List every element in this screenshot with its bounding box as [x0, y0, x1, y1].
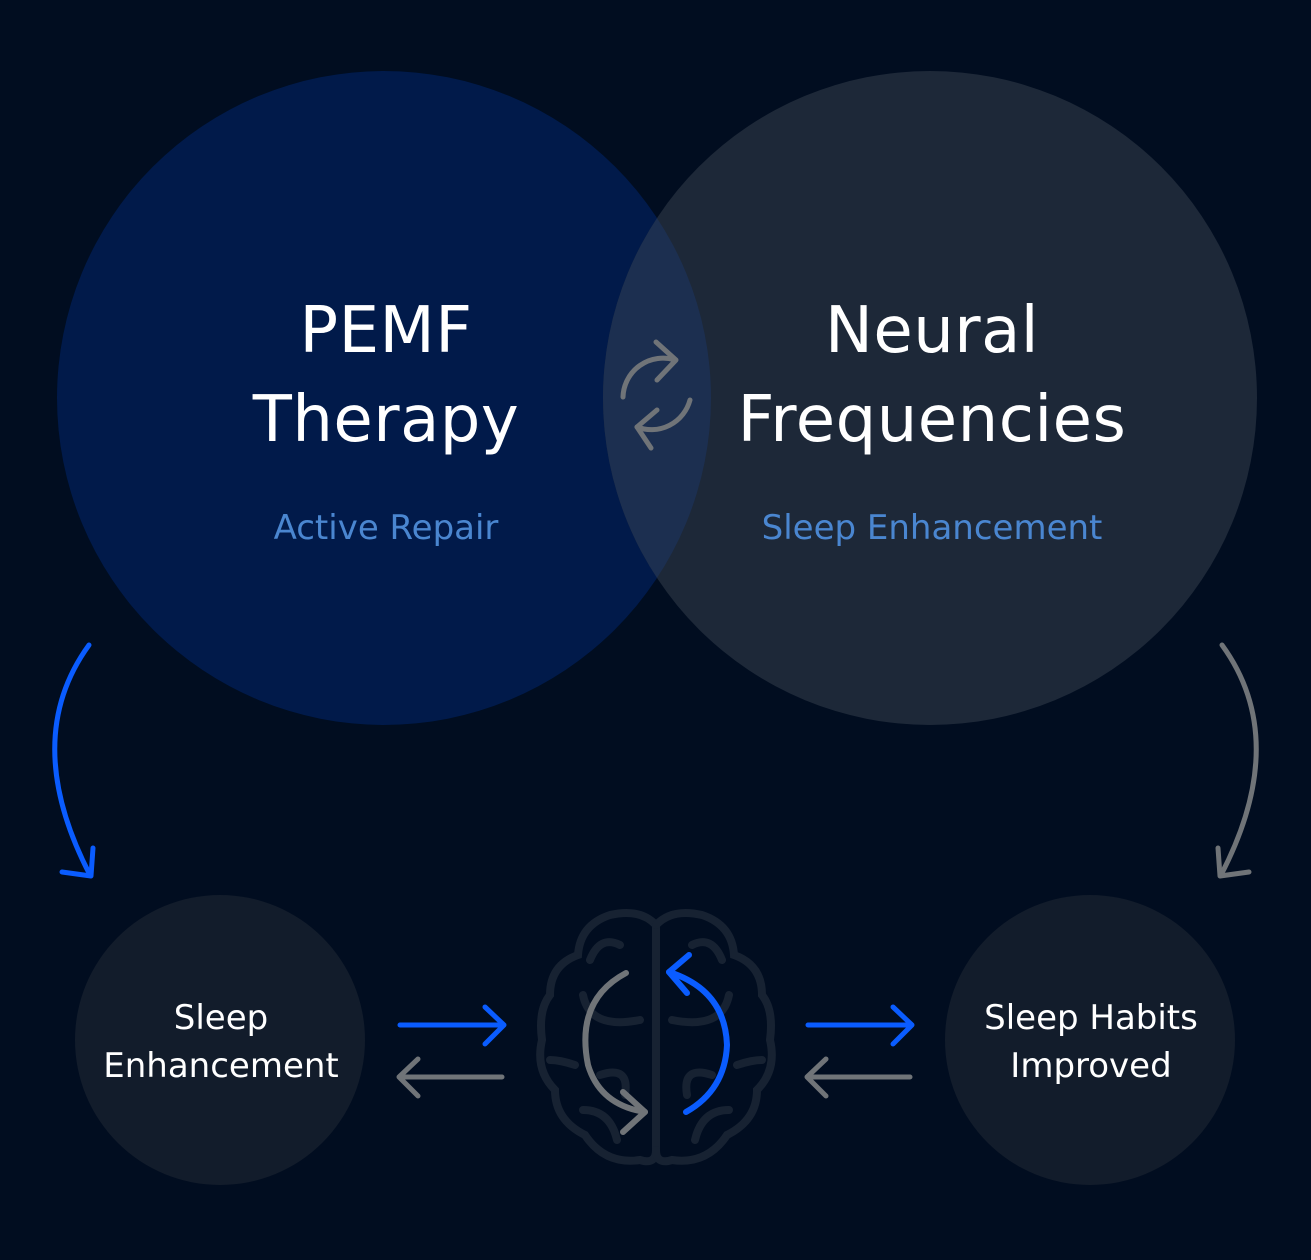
- pemf-circle: [57, 71, 711, 725]
- sleep-habits-1: Sleep Habits: [984, 998, 1198, 1038]
- pemf-title-1: PEMF: [299, 294, 472, 368]
- sleep-enhancement-2: Enhancement: [103, 1046, 339, 1086]
- neural-subtitle: Sleep Enhancement: [762, 508, 1103, 548]
- exchange-arrows-left: [396, 1004, 507, 1099]
- neural-title-1: Neural: [825, 294, 1039, 368]
- neural-circle: [603, 71, 1257, 725]
- neural-title-2: Frequencies: [738, 383, 1127, 457]
- sleep-habits-2: Improved: [1010, 1046, 1171, 1086]
- sleep-habits-circle: [945, 895, 1235, 1185]
- curved-arrow-left: [52, 642, 96, 879]
- exchange-arrows-right: [804, 1004, 915, 1099]
- sleep-enhancement-circle: [75, 895, 365, 1185]
- sync-icon: [620, 339, 693, 451]
- brain-icon: [536, 909, 776, 1166]
- cycle-arrows-icon: [582, 952, 730, 1135]
- pemf-title-2: Therapy: [252, 383, 520, 457]
- sleep-enhancement-1: Sleep: [174, 998, 268, 1038]
- curved-arrow-right: [1215, 642, 1259, 879]
- pemf-subtitle: Active Repair: [274, 508, 499, 548]
